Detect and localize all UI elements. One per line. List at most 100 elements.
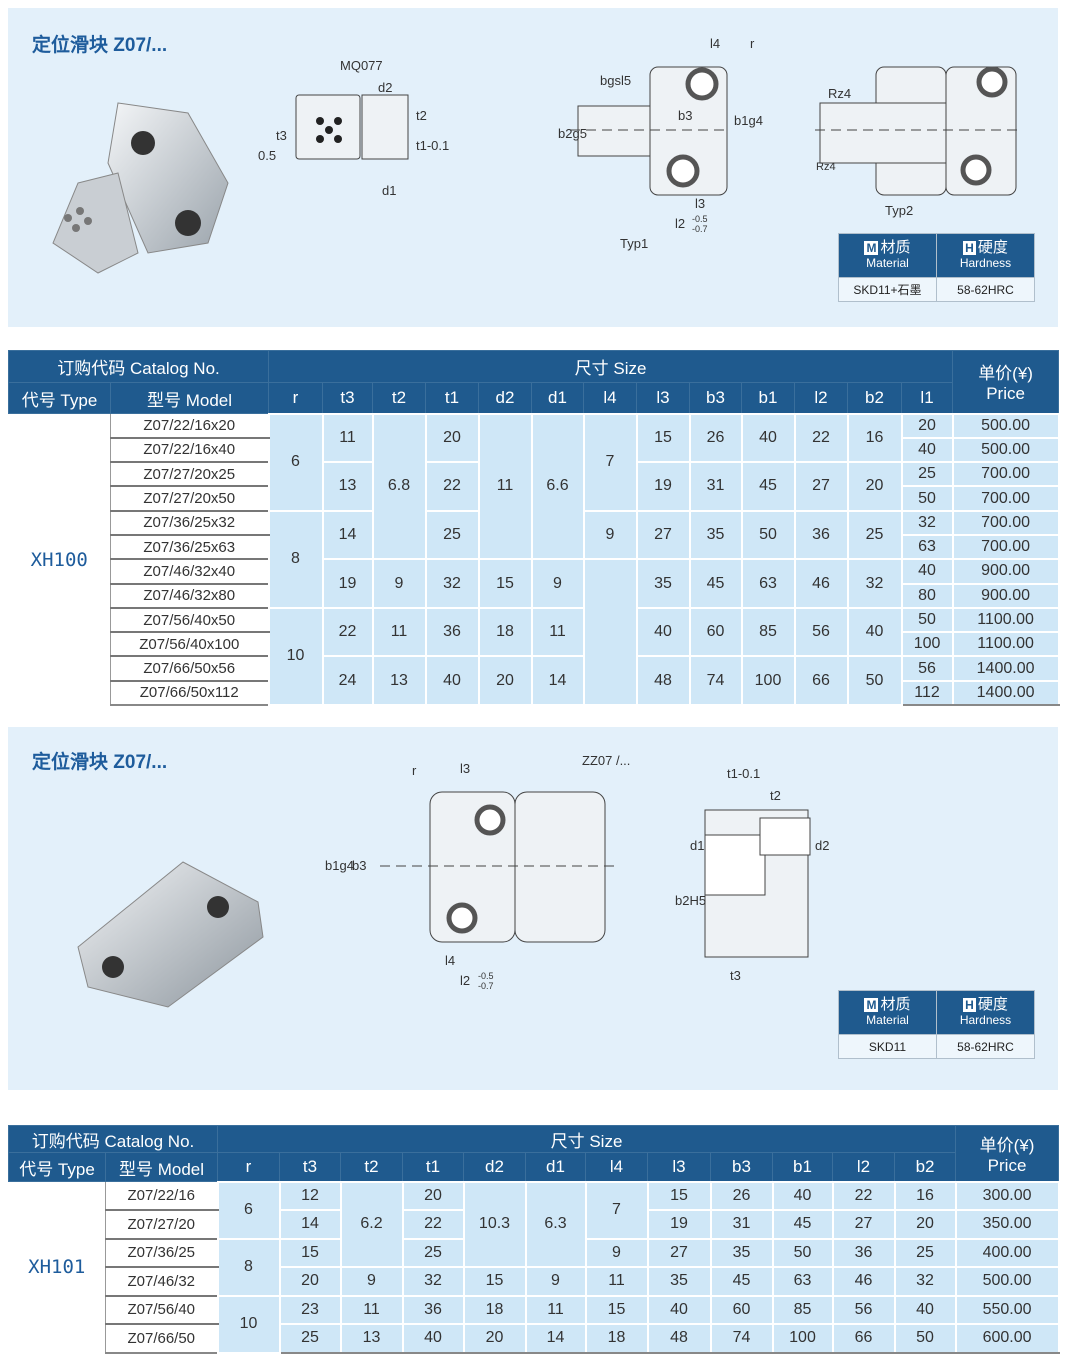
cell-l3: 27	[635, 509, 691, 561]
hardness-icon: H	[963, 241, 976, 255]
price-cell: 500.00	[954, 1266, 1060, 1297]
model-cell: Z07/27/20x50	[110, 486, 269, 512]
header-col-r: r	[217, 1152, 280, 1182]
cell-t3: 14	[278, 1209, 342, 1240]
cell-l3: 35	[635, 558, 691, 609]
cell-d2: 11	[477, 412, 533, 561]
label-t3: t3	[276, 128, 287, 143]
header-catalog-no: 订购代码 Catalog No.	[8, 1125, 218, 1153]
label-t2: t2	[770, 788, 781, 803]
cell-t2: 6.2	[339, 1180, 404, 1268]
cell-b1: 40	[771, 1180, 834, 1211]
cell-b1: 85	[740, 606, 796, 658]
material-label: 材质	[880, 239, 911, 256]
cell-l1: 50	[900, 606, 954, 634]
material-label-en: Material	[866, 256, 909, 270]
section-title: 定位滑块 Z07/...	[32, 752, 168, 773]
label-zz07: ZZ07 /...	[582, 753, 630, 768]
hardness-label-en: Hardness	[959, 256, 1012, 270]
model-cell: Z07/46/32	[105, 1267, 218, 1297]
label-d2: d2	[378, 80, 392, 95]
cell-t2: 13	[371, 655, 427, 707]
price-cell: 900.00	[951, 558, 1060, 585]
cell-l2: 27	[793, 461, 849, 512]
header-price: 单价(¥)Price	[955, 1125, 1060, 1182]
cell-t1: 20	[424, 412, 480, 464]
header-type: 代号 Type	[8, 382, 111, 414]
model-cell: Z07/22/16	[105, 1181, 218, 1211]
label-mq077: MQ077	[340, 58, 383, 73]
price-cell: 1100.00	[951, 606, 1060, 634]
header-col-l4: l4	[583, 382, 637, 414]
cell-l2: 56	[793, 606, 849, 658]
cell-b1: 50	[740, 509, 796, 561]
header-col-d1: d1	[531, 382, 584, 414]
model-cell: Z07/27/20	[105, 1210, 218, 1240]
model-cell: Z07/36/25x63	[110, 534, 269, 561]
label-t1: t1-0.1	[416, 138, 449, 153]
cell-b2: 40	[893, 1294, 957, 1325]
cell-t3: 20	[278, 1266, 342, 1297]
header-col-t3: t3	[279, 1152, 341, 1182]
cell-t1: 40	[401, 1323, 465, 1354]
type-cell: XH101	[8, 1181, 106, 1353]
header-price-en: Price	[987, 1155, 1027, 1175]
cell-l1: 100	[900, 631, 954, 658]
section-title: 定位滑块 Z07/...	[32, 35, 168, 56]
header-price-cn: 单价(¥)	[979, 1135, 1035, 1155]
cell-b2: 20	[846, 461, 903, 512]
cell-l1: 50	[900, 485, 954, 512]
cell-l4: 7	[584, 1180, 649, 1240]
cell-l2: 22	[793, 412, 849, 464]
label-d1: d1	[382, 183, 396, 198]
header-col-d1: d1	[525, 1152, 586, 1182]
header-col-l3: l3	[647, 1152, 711, 1182]
cell-l3: 40	[635, 606, 691, 658]
label-tol-up: -0.5	[478, 971, 494, 981]
cell-b1: 45	[771, 1209, 834, 1240]
label-b3: b3	[352, 858, 366, 873]
cell-b3: 26	[709, 1180, 774, 1211]
header-col-b1: b1	[741, 382, 795, 414]
header-type: 代号 Type	[8, 1152, 106, 1182]
label-b3: b3	[678, 108, 692, 123]
cell-b3: 31	[709, 1209, 774, 1240]
cell-t1: 25	[424, 509, 480, 561]
material-value: SKD11+石墨	[838, 277, 937, 302]
label-d2: d2	[815, 838, 829, 853]
label-tol-up: -0.5	[692, 214, 708, 224]
header-model: 型号 Model	[105, 1152, 218, 1182]
cell-l4: 15	[584, 1294, 649, 1325]
model-cell: Z07/27/20x25	[110, 462, 269, 488]
cell-t3: 23	[278, 1294, 342, 1325]
cell-l4	[582, 558, 638, 707]
product-panel-xh101: 定位滑块 Z07/... r l3 ZZ07 /... b1g4 b3 l4 l…	[8, 727, 1058, 1090]
cell-b1: 50	[771, 1237, 834, 1268]
label-t2: t2	[416, 108, 427, 123]
cell-d1: 11	[530, 606, 585, 658]
header-col-t1: t1	[425, 382, 479, 414]
label-l4: l4	[445, 953, 455, 968]
cell-d2: 15	[462, 1266, 527, 1297]
cell-t3: 14	[321, 509, 374, 561]
cell-r: 8	[267, 509, 324, 609]
cell-b3: 74	[688, 655, 743, 707]
cell-b3: 74	[709, 1323, 774, 1354]
cell-d2: 18	[477, 606, 533, 658]
cell-l2: 36	[793, 509, 849, 561]
cell-b2: 25	[893, 1237, 957, 1268]
material-icon: M	[864, 998, 879, 1012]
cell-l2: 36	[831, 1237, 896, 1268]
cell-l2: 66	[793, 655, 849, 707]
header-col-t3: t3	[322, 382, 373, 414]
